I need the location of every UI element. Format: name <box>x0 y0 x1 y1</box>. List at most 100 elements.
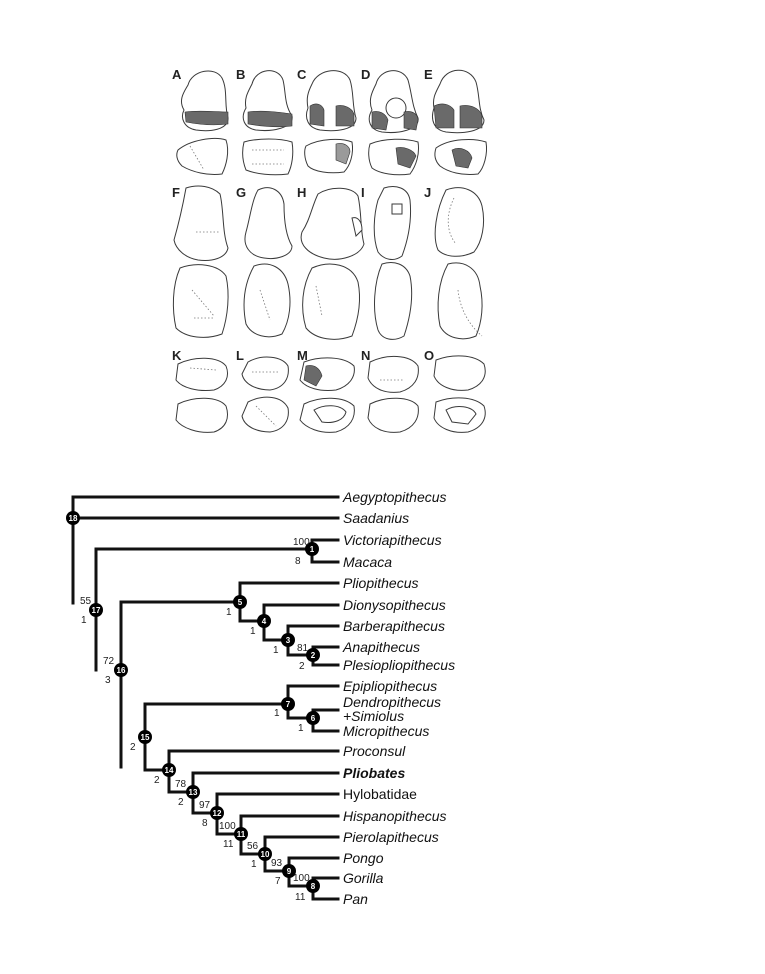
node-9: 9 <box>282 864 296 878</box>
bone-o-view1 <box>433 355 486 391</box>
bone-k-view2 <box>175 397 228 433</box>
taxon-barberapithecus: Barberapithecus <box>343 618 445 634</box>
support-below-5: 1 <box>226 607 232 618</box>
support-below-3: 1 <box>273 645 279 656</box>
bone-c-dorsal <box>306 70 357 132</box>
taxon-hispanopithecus: Hispanopithecus <box>343 808 447 824</box>
panel-label-n: N <box>361 348 370 363</box>
bone-g-view2 <box>243 263 291 338</box>
taxon-pongo: Pongo <box>343 850 384 866</box>
bone-n-view1 <box>367 356 419 393</box>
taxon-dionysopithecus: Dionysopithecus <box>343 597 446 613</box>
node-11: 11 <box>234 827 248 841</box>
bone-o-view2 <box>433 397 486 433</box>
taxon-proconsul: Proconsul <box>343 743 406 759</box>
svg-text:16: 16 <box>117 666 126 675</box>
taxon-plesiopliopithecus: Plesiopliopithecus <box>343 657 455 673</box>
svg-text:12: 12 <box>213 809 222 818</box>
bone-c-distal <box>304 138 353 174</box>
node-2: 2 <box>306 648 320 662</box>
bone-n-view2 <box>367 397 419 433</box>
support-below-7: 1 <box>274 708 280 719</box>
support-below-8: 11 <box>295 892 306 903</box>
panel-label-j: J <box>424 185 431 200</box>
support-below-4: 1 <box>250 626 256 637</box>
fossil-panels: A B C D E F G H I J K L M N O <box>172 67 487 433</box>
support-below-2: 2 <box>299 661 305 672</box>
support-above-13: 78 <box>175 779 187 790</box>
support-below-17: 1 <box>81 615 87 626</box>
svg-text:15: 15 <box>141 733 150 742</box>
svg-text:14: 14 <box>165 766 174 775</box>
bone-l-view2 <box>241 396 289 433</box>
support-above-10: 56 <box>247 841 259 852</box>
support-above-1: 100 <box>293 537 310 548</box>
panel-label-i: I <box>361 185 365 200</box>
support-below-13: 2 <box>178 797 184 808</box>
bone-d-dorsal <box>368 70 419 133</box>
bone-i-view1 <box>373 186 411 260</box>
svg-text:3: 3 <box>286 636 291 645</box>
support-below-9: 7 <box>275 876 281 887</box>
support-below-12: 8 <box>202 818 208 829</box>
support-below-1: 8 <box>295 556 301 567</box>
panel-label-l: L <box>236 348 244 363</box>
node-10: 10 <box>258 847 272 861</box>
panel-label-o: O <box>424 348 434 363</box>
panel-label-d: D <box>361 67 370 82</box>
bone-e-dorsal <box>432 69 485 134</box>
support-below-11: 11 <box>223 839 234 850</box>
support-above-11: 100 <box>219 821 236 832</box>
taxon-saadanius: Saadanius <box>343 510 409 526</box>
node-15: 15 <box>138 730 152 744</box>
taxon-micropithecus: Micropithecus <box>343 723 429 739</box>
bone-f-view2 <box>172 264 229 338</box>
bone-a-distal <box>176 137 229 175</box>
panel-label-f: F <box>172 185 180 200</box>
svg-text:18: 18 <box>69 514 78 523</box>
panel-label-g: G <box>236 185 246 200</box>
node-16: 16 <box>114 663 128 677</box>
svg-text:9: 9 <box>287 867 292 876</box>
svg-text:13: 13 <box>189 788 198 797</box>
taxon-simiolus: +Simiolus <box>343 708 404 724</box>
taxon-epipliopithecus: Epipliopithecus <box>343 678 437 694</box>
svg-text:6: 6 <box>311 714 316 723</box>
svg-text:10: 10 <box>261 850 270 859</box>
taxon-dendropithecus: Dendropithecus <box>343 694 441 710</box>
svg-text:11: 11 <box>237 830 246 839</box>
bone-h-view1 <box>300 187 365 260</box>
support-above-2: 81 <box>297 643 309 654</box>
panel-label-e: E <box>424 67 433 82</box>
support-above-17: 55 <box>80 596 92 607</box>
support-above-16: 72 <box>103 656 115 667</box>
node-17: 17 <box>89 603 103 617</box>
taxon-pan: Pan <box>343 891 368 907</box>
taxon-anapithecus: Anapithecus <box>342 639 420 655</box>
svg-text:4: 4 <box>262 617 267 626</box>
bone-d-distal <box>368 138 419 176</box>
taxon-pierolapithecus: Pierolapithecus <box>343 829 439 845</box>
node-12: 12 <box>210 806 224 820</box>
svg-text:7: 7 <box>286 700 291 709</box>
bone-j-view1 <box>434 187 485 257</box>
svg-text:8: 8 <box>311 882 316 891</box>
node-18: 18 <box>66 511 80 525</box>
phylogenetic-tree: Aegyptopithecus Saadanius Victoriapithec… <box>66 489 455 907</box>
support-below-15: 2 <box>130 742 136 753</box>
svg-text:2: 2 <box>311 651 316 660</box>
bone-b-distal <box>242 138 294 176</box>
node-3: 3 <box>281 633 295 647</box>
bone-b-dorsal <box>242 70 293 131</box>
node-7: 7 <box>281 697 295 711</box>
node-14: 14 <box>162 763 176 777</box>
bone-h-view2 <box>302 263 361 340</box>
panel-label-k: K <box>172 348 182 363</box>
node-1: 1 <box>305 542 319 556</box>
panel-label-c: C <box>297 67 307 82</box>
bone-m-view2 <box>299 397 355 433</box>
support-above-9: 93 <box>271 858 283 869</box>
panel-label-m: M <box>297 348 308 363</box>
node-5: 5 <box>233 595 247 609</box>
